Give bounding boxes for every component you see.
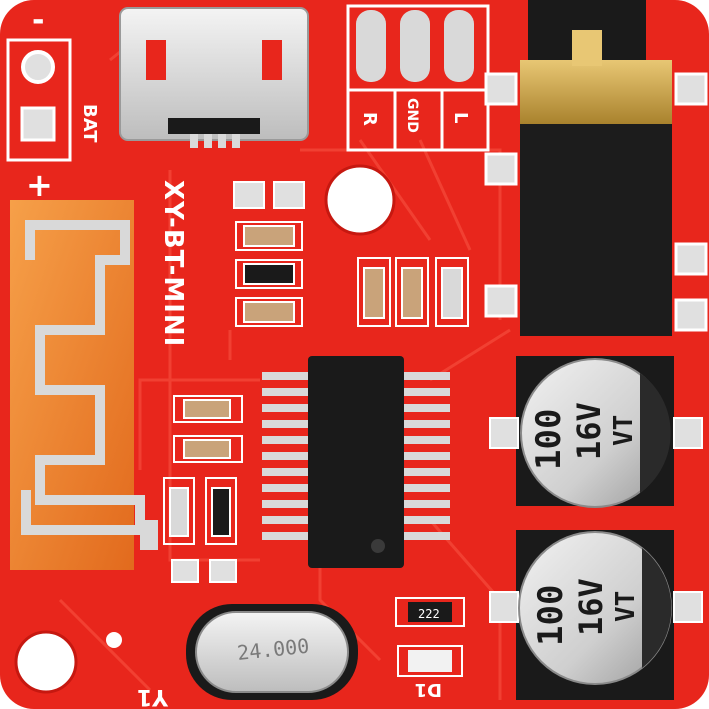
capacitor-top-series: VT bbox=[609, 415, 639, 446]
audio-output-pads bbox=[346, 4, 490, 152]
audio-pin-left: L bbox=[450, 112, 471, 123]
audio-pin-ground: GND bbox=[404, 98, 420, 133]
board-model-label: XY-BT-MINI bbox=[158, 180, 188, 347]
mounting-hole-top bbox=[324, 164, 396, 236]
capacitor-top-capacitance: 100 bbox=[529, 409, 569, 470]
capacitor-bottom-voltage: 16V bbox=[572, 578, 610, 636]
electrolytic-capacitor-top bbox=[489, 356, 703, 508]
capacitor-bottom-capacitance: 100 bbox=[531, 585, 571, 646]
capacitor-top-voltage: 16V bbox=[570, 402, 608, 460]
mounting-hole-bottom bbox=[14, 630, 78, 694]
resistor-222 bbox=[395, 597, 465, 627]
capacitor-bottom-series: VT bbox=[611, 591, 641, 622]
battery-minus-label: - bbox=[32, 3, 44, 38]
micro-usb-connector bbox=[119, 7, 309, 148]
crystal-ref-label: Y1 bbox=[137, 684, 169, 709]
via-small bbox=[106, 632, 122, 648]
battery-label: BAT bbox=[79, 104, 100, 143]
led-ref-label: D1 bbox=[415, 679, 442, 700]
battery-header bbox=[6, 38, 72, 162]
crystal-oscillator bbox=[186, 604, 358, 700]
smd-components-left bbox=[233, 181, 305, 327]
audio-jack bbox=[484, 0, 708, 336]
pcb-antenna bbox=[10, 200, 158, 570]
battery-plus-label: + bbox=[26, 166, 53, 204]
audio-pin-right: R bbox=[359, 112, 380, 126]
led-d1 bbox=[397, 645, 463, 677]
smd-components-mid bbox=[163, 395, 243, 583]
resistor-marking: 222 bbox=[418, 607, 440, 621]
main-ic-chip bbox=[262, 356, 450, 568]
smd-capacitors-top bbox=[357, 257, 469, 327]
electrolytic-capacitor-bottom bbox=[489, 530, 703, 700]
